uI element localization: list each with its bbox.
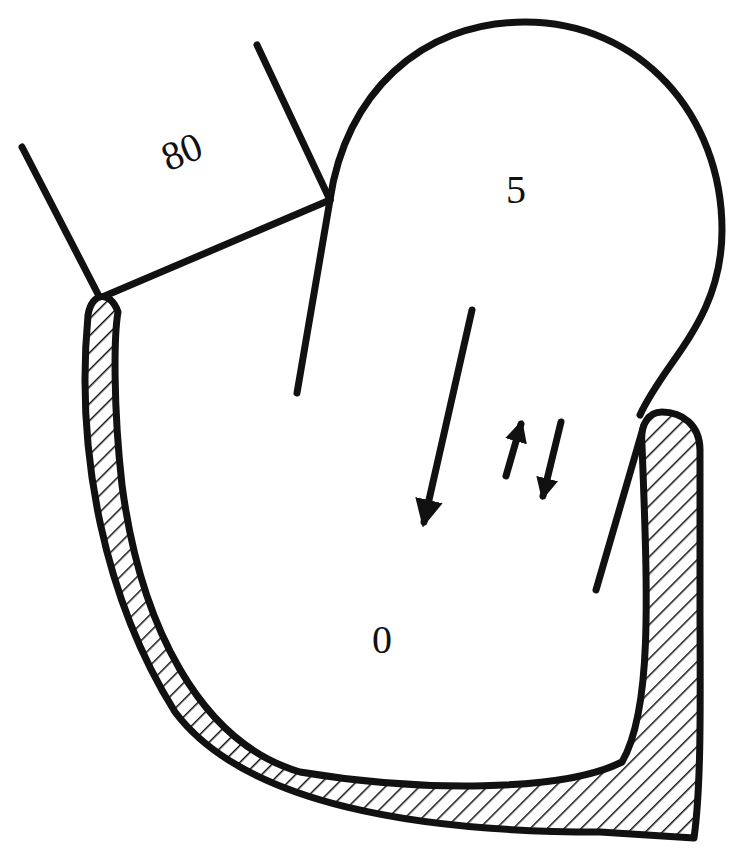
aortic-valve [100,200,330,298]
flow-arrow [424,310,472,522]
ventricle-wall [85,297,700,838]
pressure-value: 5 [506,170,526,210]
flow-arrow [543,422,561,496]
valve-leaflet [596,425,644,590]
valve-leaflet [297,200,330,393]
atrium-wall [330,22,722,415]
aorta-wall [22,147,100,298]
flow-arrow [506,424,521,476]
aorta-wall [257,45,330,200]
pressure-value: 80 [156,126,208,178]
pressure-value: 0 [372,620,392,660]
